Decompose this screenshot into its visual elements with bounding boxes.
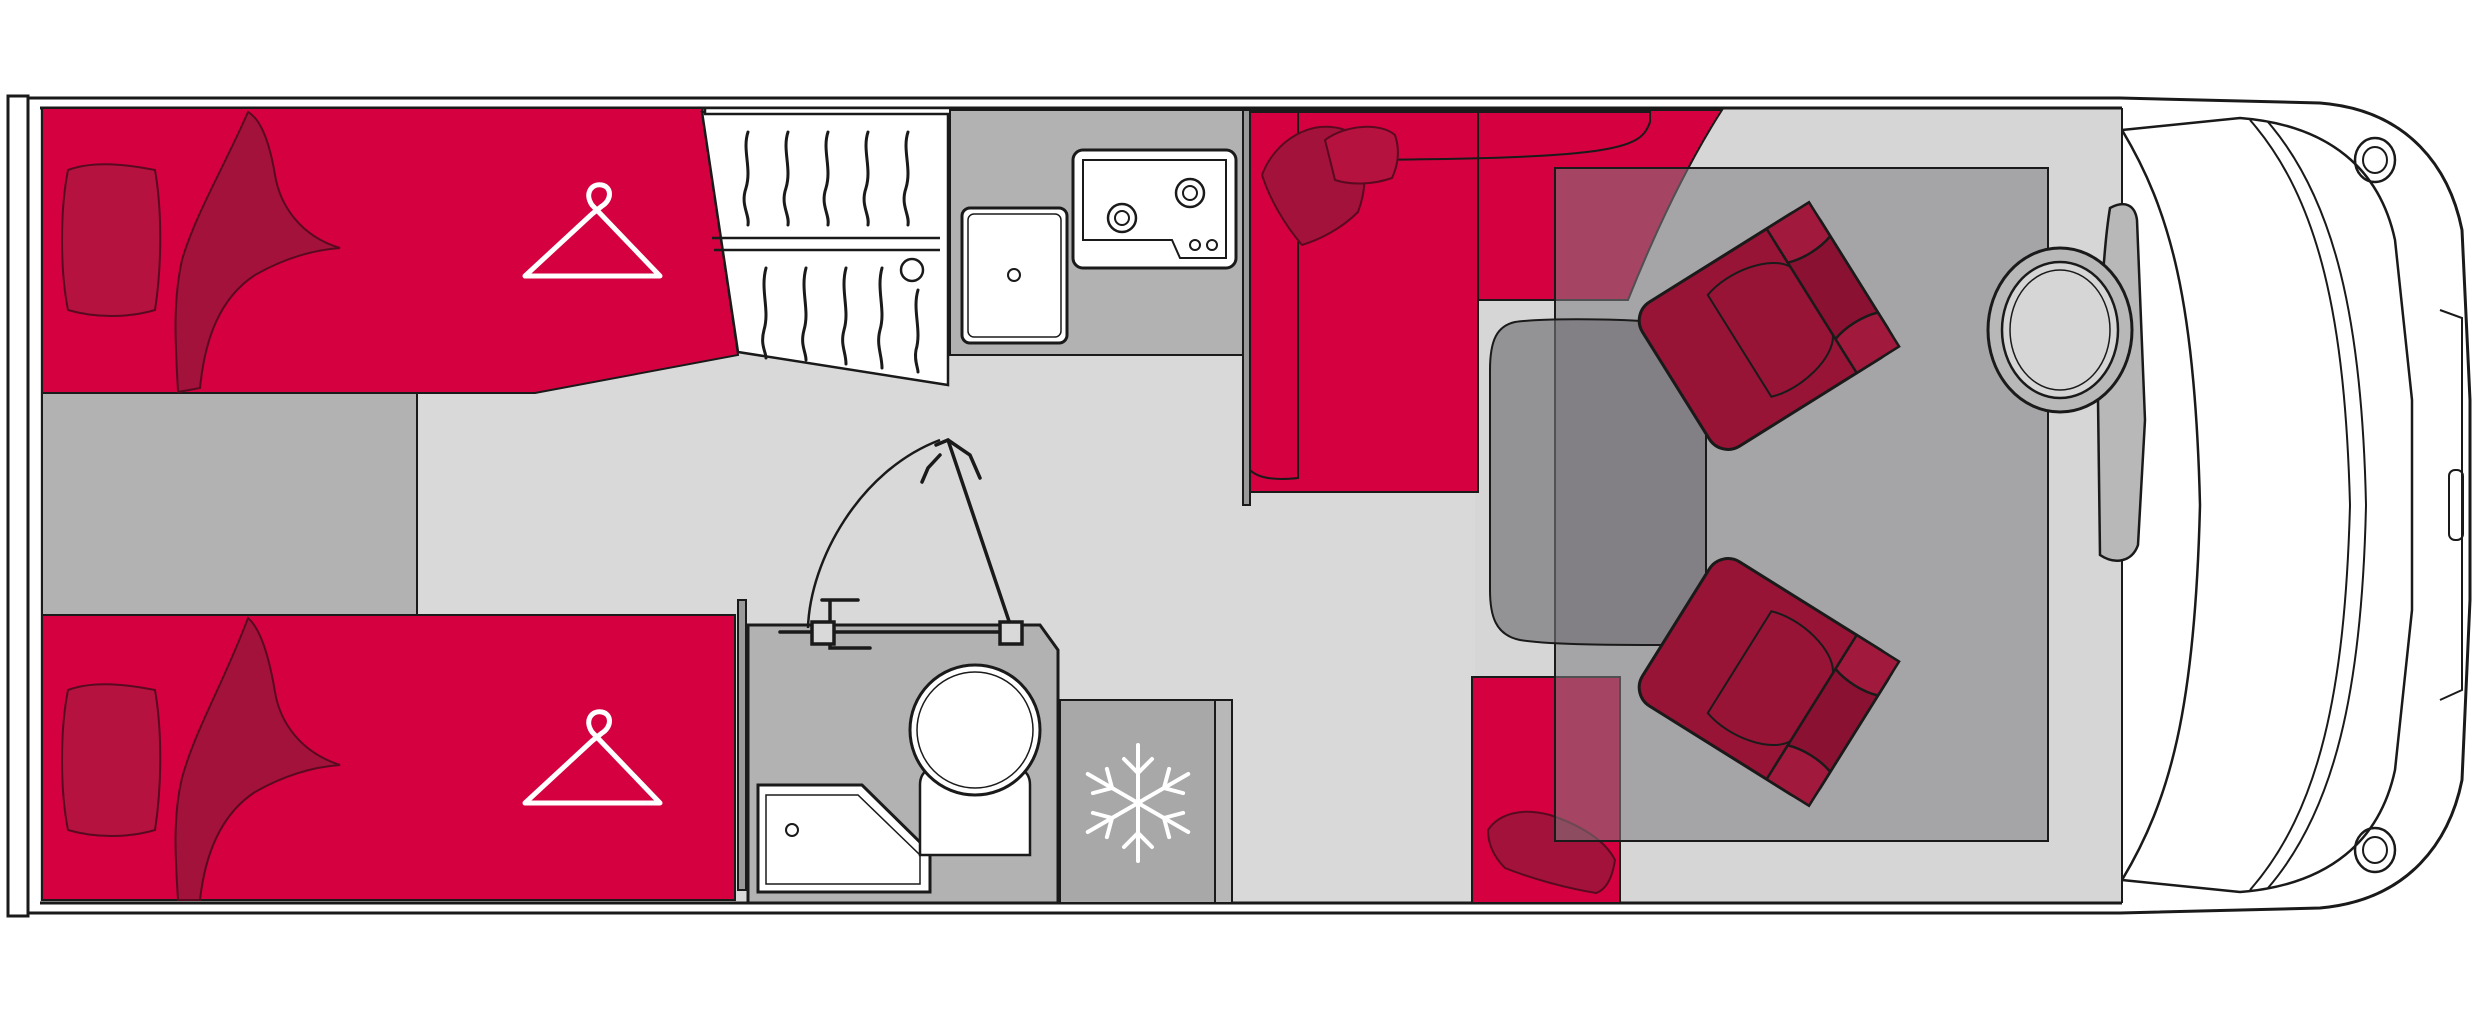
cushion-dinette-2 bbox=[1323, 125, 1399, 185]
rear-storage-block bbox=[41, 389, 418, 616]
duvet-fold-top bbox=[174, 110, 341, 394]
captain-chair-top bbox=[1637, 200, 1901, 451]
bathroom-door-swing bbox=[806, 438, 941, 629]
hob-icon bbox=[1071, 148, 1238, 270]
duvet-fold-bottom bbox=[174, 616, 341, 901]
snowflake-icon bbox=[1085, 743, 1191, 863]
pillow-bottom bbox=[61, 683, 162, 837]
toilet-icon bbox=[908, 663, 1042, 857]
bathroom bbox=[737, 438, 1060, 905]
steering-wheel-icon bbox=[1986, 246, 2134, 414]
hanger-icon bbox=[522, 709, 663, 806]
pillow-top bbox=[61, 163, 162, 317]
hanger-icon bbox=[522, 182, 663, 279]
shower-tray bbox=[756, 783, 932, 894]
captain-chair-bottom bbox=[1637, 557, 1901, 808]
wardrobe-unit bbox=[700, 106, 953, 387]
bathroom-door bbox=[778, 438, 1024, 650]
sink-icon bbox=[960, 206, 1069, 345]
fridge bbox=[1059, 699, 1233, 904]
